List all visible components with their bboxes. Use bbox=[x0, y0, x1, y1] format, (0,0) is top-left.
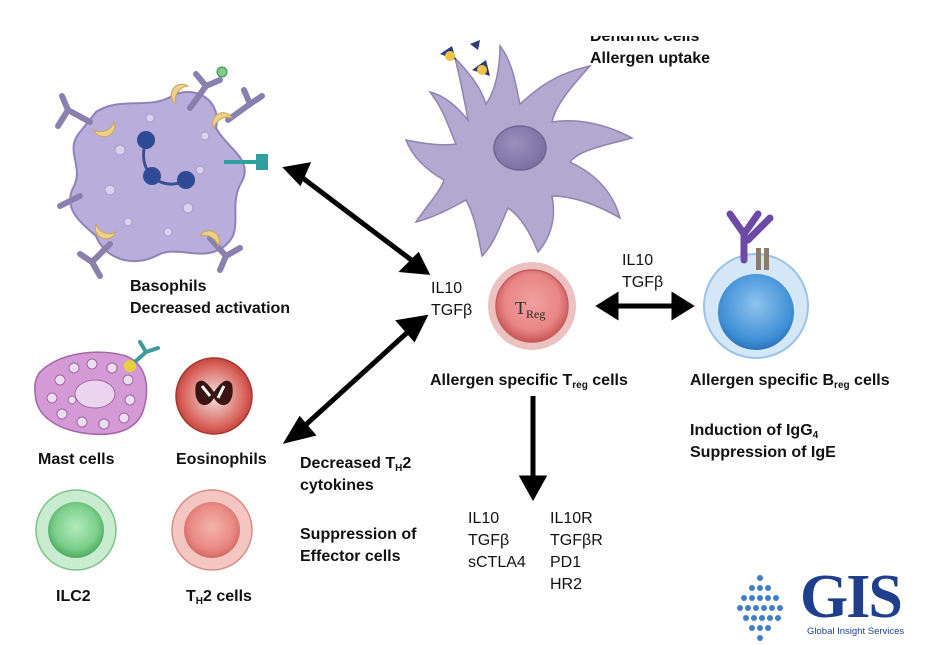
decreased-th2-label: Decreased TH2 cytokines bbox=[300, 455, 412, 494]
basophil-cell bbox=[55, 66, 268, 279]
ilc2-cell bbox=[35, 489, 117, 571]
gis-logo-wordmark: GIS bbox=[800, 563, 903, 631]
breg-label: Allergen specific Breg cells bbox=[690, 372, 890, 391]
arrow-treg-effectors bbox=[298, 328, 412, 432]
th2-cell bbox=[171, 489, 253, 571]
gis-logo-subtitle: Global Insight Services bbox=[807, 626, 905, 637]
breg-cytokines: IL10 TGFβ bbox=[622, 252, 664, 291]
mast-cells-label: Mast cells bbox=[38, 451, 115, 468]
ilc2-label: ILC2 bbox=[56, 588, 91, 605]
eosinophils-label: Eosinophils bbox=[176, 451, 267, 468]
mediators-left: IL10 TGFβ sCTLA4 bbox=[468, 510, 526, 571]
mediators-right: IL10R TGFβR PD1 HR2 bbox=[550, 510, 603, 593]
basophils-label: Basophils Decreased activation bbox=[130, 278, 291, 317]
arrows bbox=[282, 162, 695, 502]
th2-cells-label: TH2 cells bbox=[186, 588, 252, 607]
treg-cell-text: TReg bbox=[515, 298, 545, 321]
eosinophil-cell bbox=[175, 357, 253, 435]
treg-cell bbox=[488, 262, 576, 350]
breg-cell bbox=[703, 210, 809, 359]
gis-logo-mark bbox=[737, 575, 783, 641]
dendritic-cell bbox=[404, 40, 635, 258]
mast-cell bbox=[34, 340, 160, 436]
breg-effects: Induction of IgG4 Suppression of IgE bbox=[690, 422, 836, 461]
treg-label: Allergen specific Treg cells bbox=[430, 372, 628, 391]
arrow-treg-basophil bbox=[298, 174, 416, 264]
treg-cytokines: IL10 TGFβ bbox=[431, 280, 473, 319]
suppression-label: Suppression of Effector cells bbox=[300, 526, 417, 565]
dendritic-label: Dendritic cells Allergen uptake bbox=[590, 28, 711, 67]
